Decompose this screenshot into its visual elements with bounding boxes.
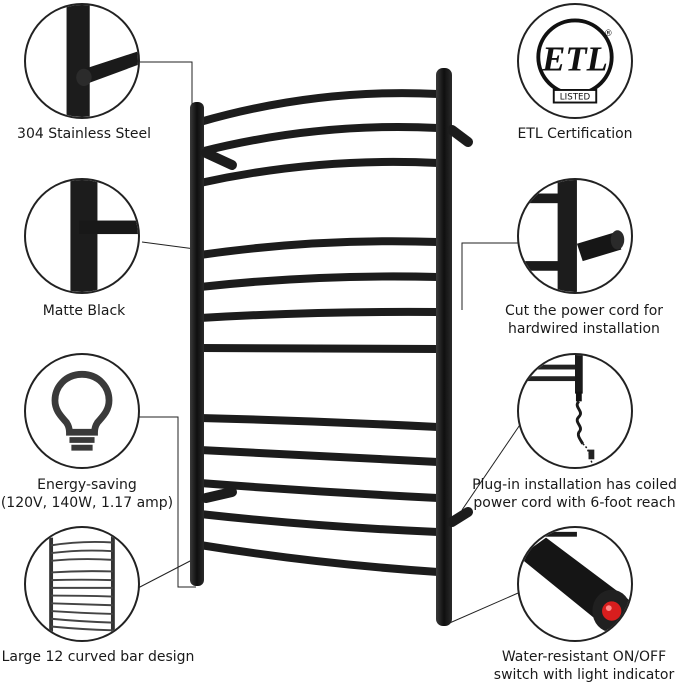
- etl-listed-logo-icon: ETL ® LISTED: [536, 18, 614, 104]
- label-switch: Water-resistant ON/OFF switch with light…: [493, 649, 675, 683]
- matte-bar-closeup-icon: [70, 180, 138, 292]
- lightbulb-icon: [51, 370, 113, 451]
- right-pole: [436, 68, 452, 626]
- left-pole: [190, 102, 204, 586]
- stainless-bar-closeup: [24, 3, 140, 119]
- label-matte-black: Matte Black: [42, 303, 126, 319]
- power-led-indicator: [602, 601, 622, 621]
- power-cord-closeup-icon: [519, 180, 625, 292]
- etl-logo-circle: ETL ® LISTED: [517, 3, 633, 119]
- label-plug-in: Plug-in installation has coiled power co…: [472, 477, 677, 511]
- label-curved-bar-design: Large 12 curved bar design: [1, 649, 195, 665]
- label-energy-saving: Energy-saving (120V, 140W, 1.17 amp): [0, 477, 174, 511]
- matte-bar-closeup: [24, 178, 140, 294]
- wall-mounts: [201, 125, 473, 527]
- switch-closeup-icon: [519, 531, 631, 633]
- curved-bars-thumbnail-icon: [49, 533, 115, 637]
- label-hardwired: Cut the power cord for hardwired install…: [504, 303, 664, 337]
- etl-mark: ETL: [541, 40, 608, 79]
- listed-mark: LISTED: [560, 93, 591, 103]
- curved-bars-closeup: [24, 526, 140, 642]
- coiled-cord-icon: [519, 355, 595, 464]
- label-etl-certification: ETL Certification: [517, 126, 633, 142]
- label-stainless-steel: 304 Stainless Steel: [17, 126, 151, 142]
- registered-mark: ®: [604, 29, 613, 39]
- coiled-cord-closeup: [517, 353, 633, 469]
- curved-bars: [196, 89, 442, 576]
- switch-closeup: [517, 526, 633, 642]
- stainless-bar-closeup-icon: [66, 5, 138, 117]
- energy-saving-closeup: [24, 353, 140, 469]
- power-cord-closeup: [517, 178, 633, 294]
